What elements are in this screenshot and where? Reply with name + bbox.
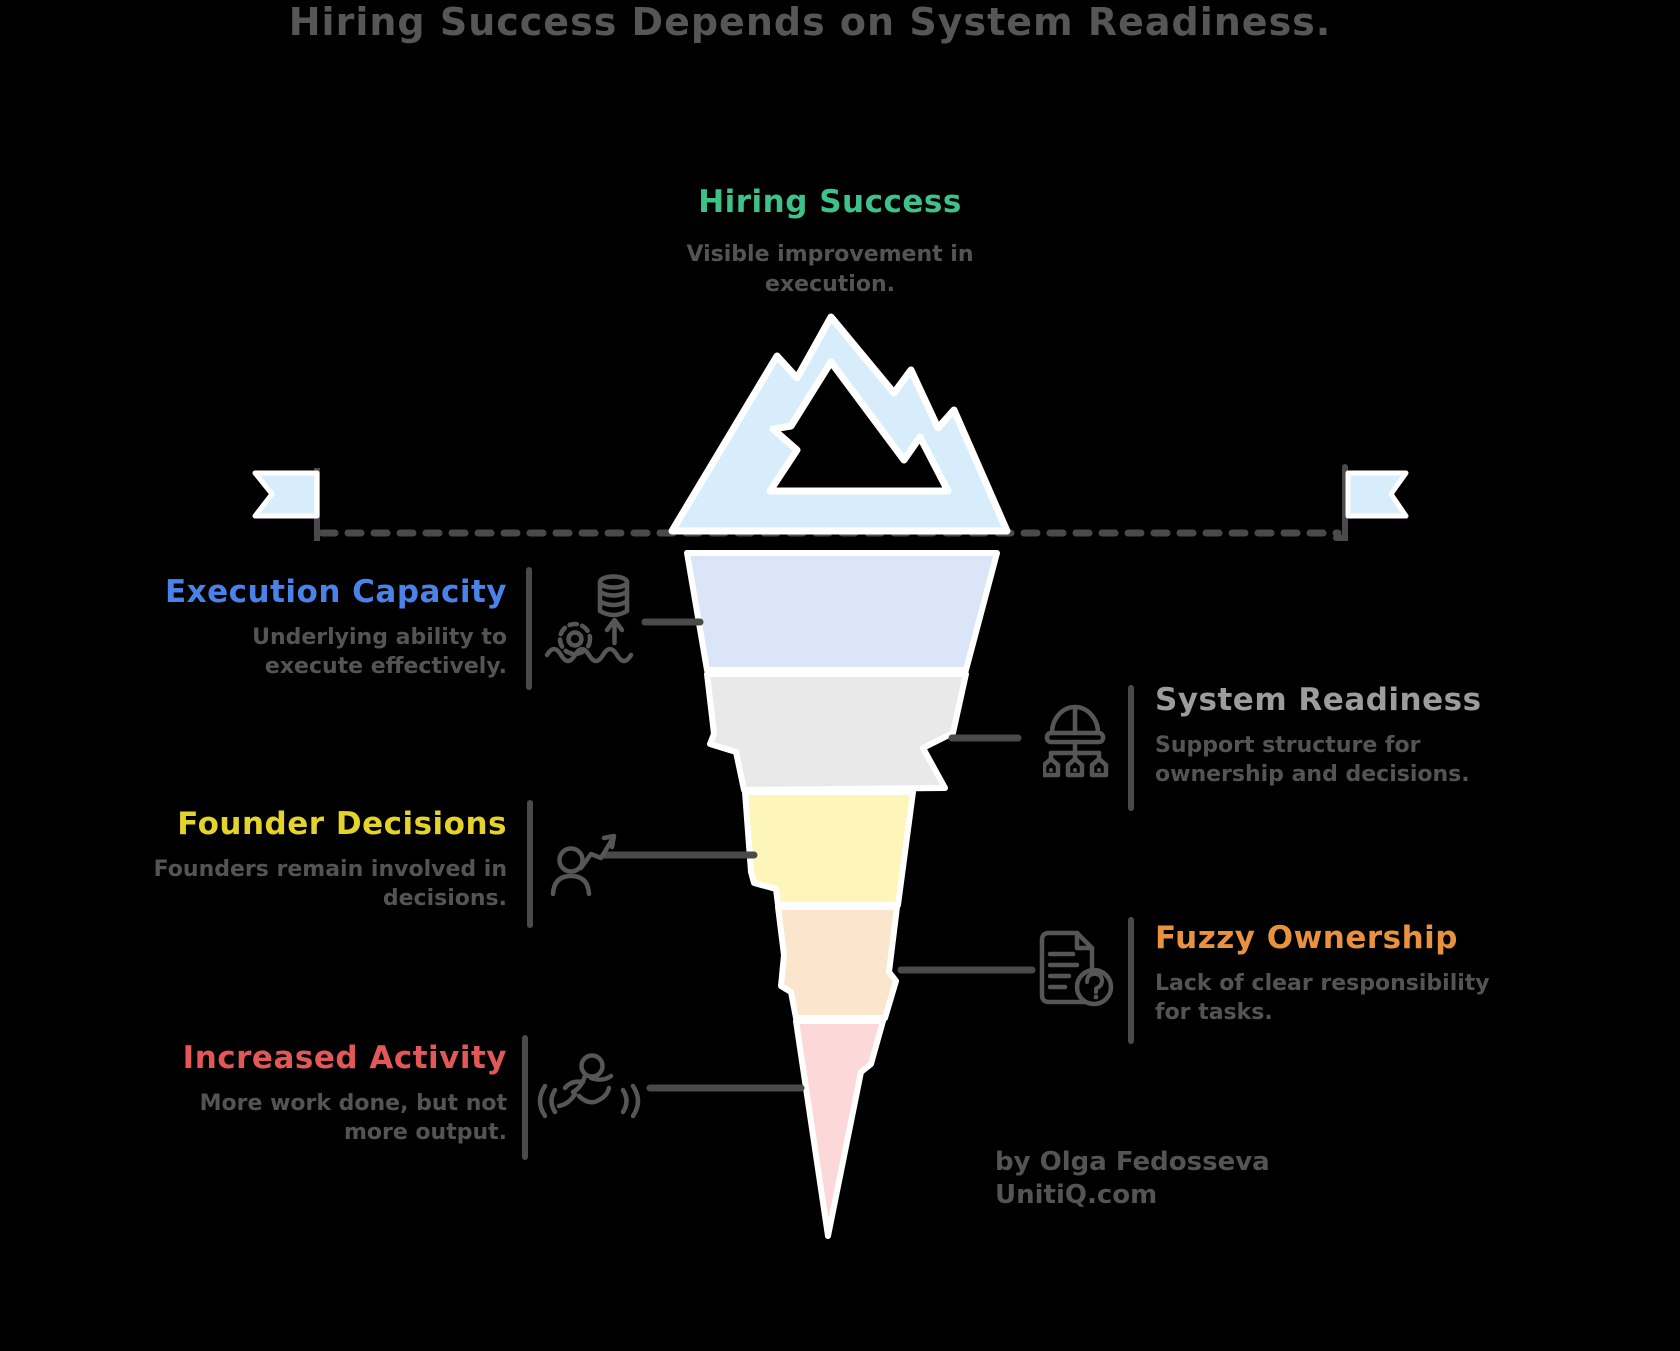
layer-founder-decisions [742, 789, 916, 908]
section-description: Support structure for ownership and deci… [1155, 732, 1470, 788]
page-title: Hiring Success Depends on System Readine… [288, 0, 1332, 44]
attribution-author: by Olga Fedosseva [995, 1147, 1270, 1177]
left-flag-icon [252, 468, 320, 541]
attribution-site: UnitiQ.com [995, 1179, 1158, 1210]
section-description: Lack of clear responsibility for tasks. [1155, 970, 1490, 1026]
layer-system-readiness [704, 671, 969, 793]
iceberg-mountain-icon [668, 313, 1011, 535]
section-description: Founders remain involved in decisions. [153, 856, 507, 912]
section-title: System Readiness [1155, 682, 1482, 718]
tip-description: Visible improvement in execution. [686, 242, 974, 297]
layer-execution-capacity [684, 550, 1000, 673]
section-title: Founder Decisions [177, 806, 507, 842]
running-person-icon [535, 1038, 643, 1128]
hardhat-structure-icon [1043, 697, 1115, 783]
section-fuzzy-ownership: Fuzzy Ownership Lack of clear responsibi… [1155, 922, 1515, 1028]
section-description: More work done, but not more output. [199, 1090, 507, 1146]
section-execution-capacity: Execution Capacity Underlying ability to… [150, 576, 507, 682]
document-question-icon [1037, 930, 1117, 1014]
layer-increased-activity [793, 1018, 886, 1239]
tip-heading: Hiring Success [698, 184, 962, 220]
right-flag-icon [1333, 464, 1409, 541]
section-description: Underlying ability to execute effectivel… [252, 624, 507, 680]
section-founder-decisions: Founder Decisions Founders remain involv… [150, 808, 507, 914]
section-title: Increased Activity [182, 1040, 507, 1076]
section-title: Execution Capacity [164, 574, 507, 610]
layer-fuzzy-ownership [775, 904, 900, 1021]
section-increased-activity: Increased Activity More work done, but n… [147, 1042, 507, 1148]
attribution: by Olga Fedosseva UnitiQ.com [995, 1146, 1395, 1211]
section-system-readiness: System Readiness Support structure for o… [1155, 684, 1515, 790]
gear-database-arrow-icon [540, 563, 642, 667]
person-decision-path-icon [545, 816, 637, 896]
section-title: Fuzzy Ownership [1155, 920, 1458, 956]
